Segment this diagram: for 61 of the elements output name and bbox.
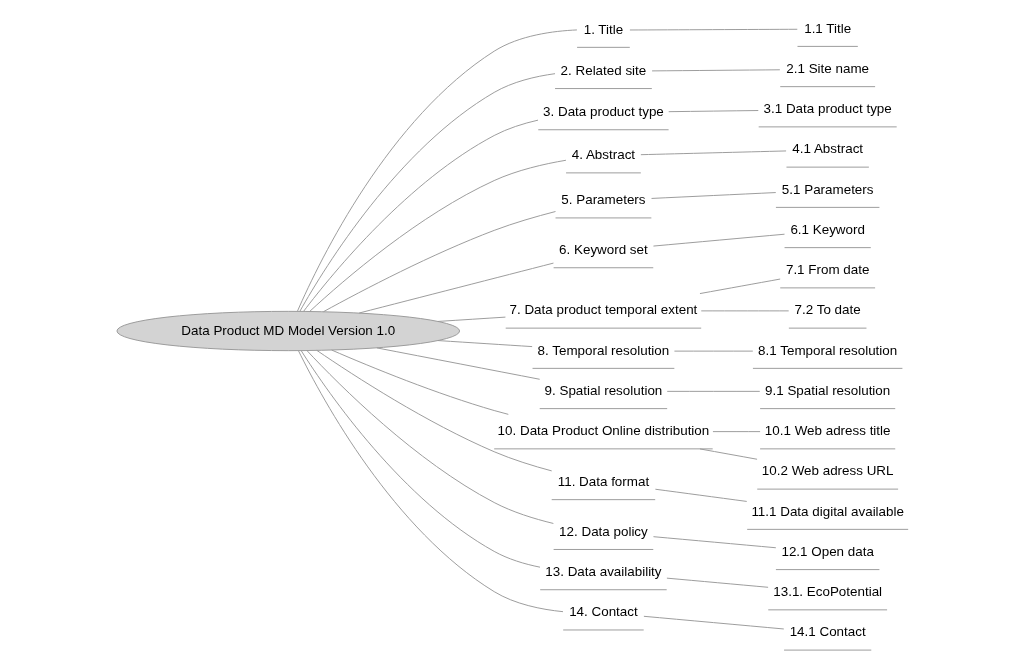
node-text: 12.1 Open data <box>780 543 874 559</box>
node-text: 10. Data Product Online distribution <box>497 423 709 439</box>
node-text: 3.1 Data product type <box>763 101 892 117</box>
node-text: 11.1 Data digital available <box>750 503 904 519</box>
connector <box>628 28 798 31</box>
node-text: 5.1 Parameters <box>781 181 873 197</box>
node-text: 9.1 Spatial resolution <box>764 382 890 398</box>
connector <box>375 347 540 380</box>
connector <box>315 349 552 472</box>
node-text: 11. Data format <box>557 473 649 489</box>
connector <box>308 159 566 312</box>
connector <box>665 577 769 588</box>
connector <box>300 350 540 568</box>
node-text: 1. Title <box>583 21 623 37</box>
connector <box>699 448 758 460</box>
connector <box>673 350 753 352</box>
connector <box>667 110 759 113</box>
node-text: 10.1 Web adress title <box>764 423 891 439</box>
node-text: 6.1 Keyword <box>789 221 865 237</box>
node-text: 13. Data availability <box>544 564 662 580</box>
connector <box>642 615 784 630</box>
node-text: 2. Related site <box>560 62 646 78</box>
node-text: 7. Data product temporal extent <box>509 302 697 318</box>
node-text: 8.1 Temporal resolution <box>757 342 897 358</box>
connector <box>700 310 789 312</box>
connector <box>358 262 554 314</box>
node-text: 13.1. EcoPotential <box>772 584 882 600</box>
node-text: 12. Data policy <box>558 523 648 539</box>
connector <box>639 150 787 156</box>
node-text: 2.1 Site name <box>785 60 869 76</box>
connector <box>296 29 577 312</box>
connector <box>711 431 761 433</box>
connector <box>650 192 776 199</box>
node-ellipse: Data Product MD Model Version 1.0 <box>115 310 460 352</box>
connector <box>699 278 781 295</box>
node-text: 10.2 Web adress URL <box>761 463 893 479</box>
connector <box>306 350 554 524</box>
node-text: 4. Abstract <box>571 147 635 163</box>
node-text: 9. Spatial resolution <box>544 382 662 398</box>
node-text: 1.1 Title <box>803 20 851 36</box>
node-text: 8. Temporal resolution <box>537 342 669 358</box>
node-text: 3. Data product type <box>542 104 664 120</box>
node-text: 5. Parameters <box>560 192 646 208</box>
connector <box>302 119 538 312</box>
connector <box>437 316 506 322</box>
connector <box>652 233 785 247</box>
connector <box>654 488 747 502</box>
connector <box>651 69 780 72</box>
connector <box>297 350 563 613</box>
node-text: 4.1 Abstract <box>791 141 863 157</box>
connector <box>652 536 776 549</box>
node-text: 14. Contact <box>568 604 638 620</box>
node-text: 14.1 Contact <box>789 624 866 640</box>
connector <box>330 349 509 415</box>
connector <box>298 73 555 312</box>
node-text: 6. Keyword set <box>558 242 648 258</box>
node-text: 7.1 From date <box>785 262 869 278</box>
connector <box>666 390 760 392</box>
node-text: 7.2 To date <box>794 302 861 318</box>
connector <box>437 340 533 348</box>
connector <box>322 211 556 313</box>
